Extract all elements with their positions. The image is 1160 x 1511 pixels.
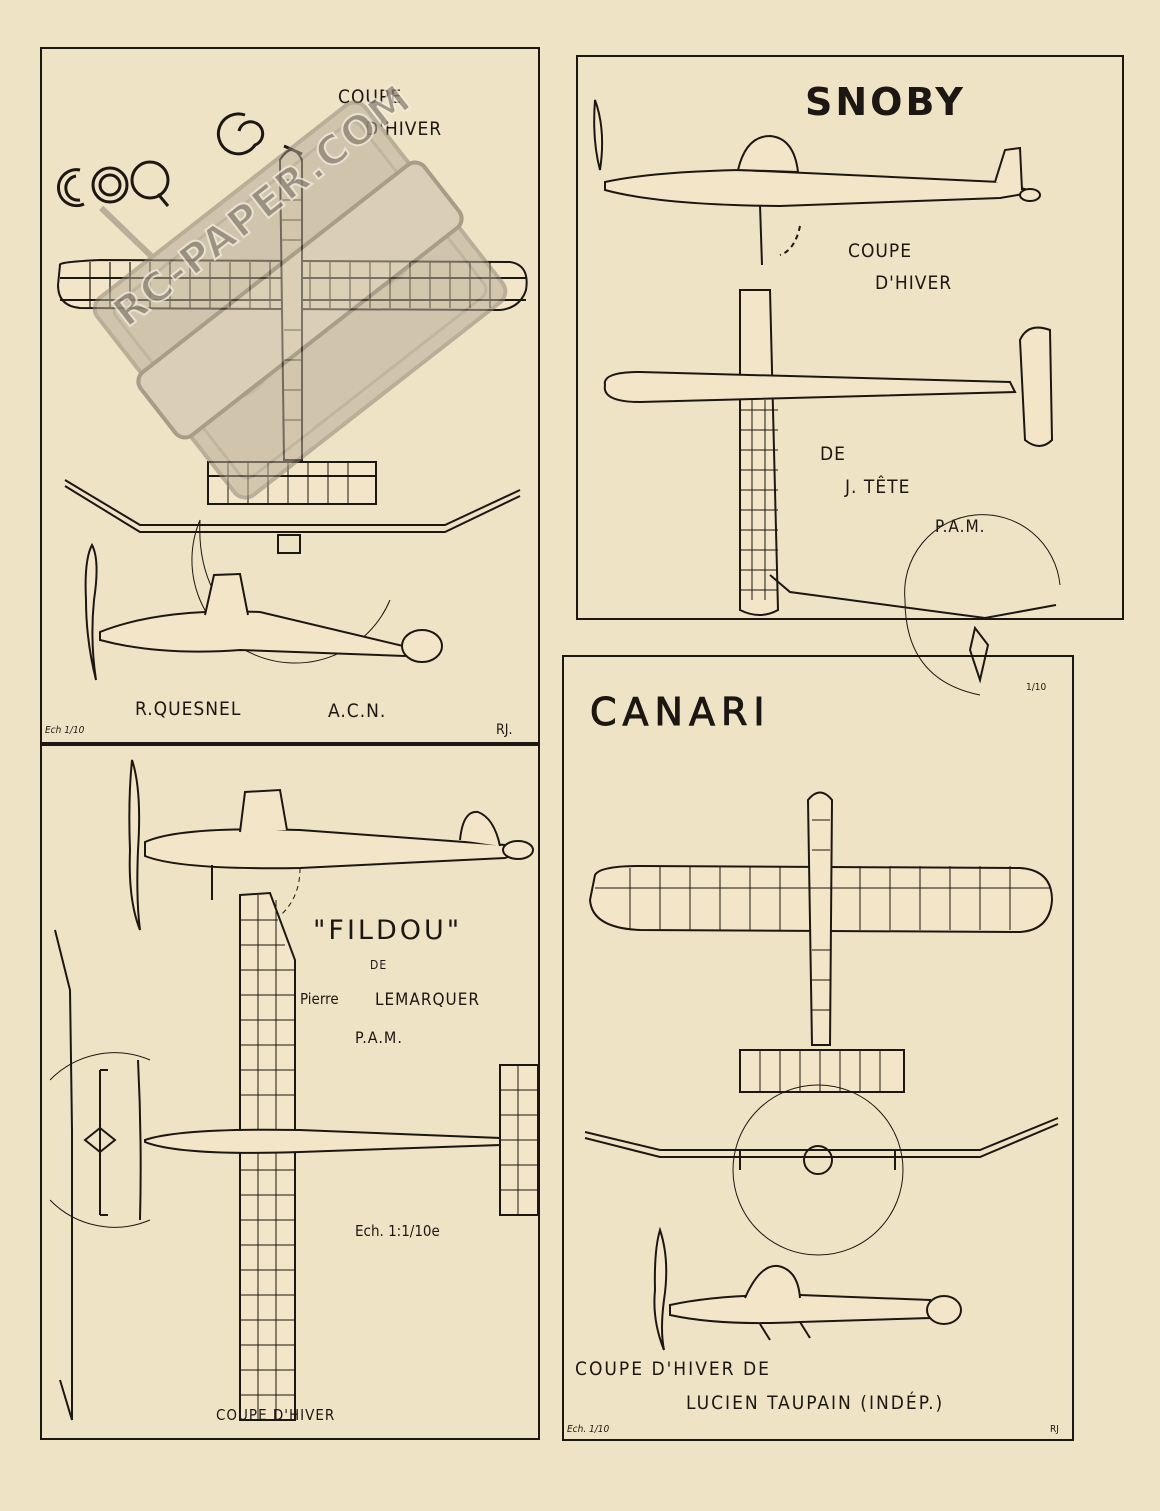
snoby-scale: 1/10 xyxy=(1026,682,1047,693)
coq6-author: R.QUESNEL xyxy=(135,698,242,720)
snoby-subtitle-2: D'HIVER xyxy=(875,272,953,294)
fildou-side-view xyxy=(128,759,534,936)
fildou-club: P.A.M. xyxy=(355,1028,403,1047)
fildou-title: "FILDOU" xyxy=(313,915,463,946)
canari-side-view xyxy=(653,1226,962,1351)
snoby-front-view xyxy=(769,514,1061,696)
coq6-side-view xyxy=(84,542,443,681)
fildou-author-last: LEMARQUER xyxy=(375,990,480,1010)
fildou-footer: COUPE D'HIVER xyxy=(216,1406,336,1424)
snoby-title: SNOBY xyxy=(805,80,966,124)
coq6-scale: Ech 1/10 xyxy=(45,725,85,736)
fildou-author-first: Pierre xyxy=(300,990,339,1008)
fildou-top-view xyxy=(144,891,539,1421)
snoby-subtitle-1: COUPE xyxy=(848,240,913,262)
snoby-side-view xyxy=(593,99,1041,266)
canari-initials: RJ xyxy=(1050,1424,1059,1435)
snoby-club: P.A.M. xyxy=(935,517,986,537)
canari-front-view xyxy=(584,1084,1059,1256)
canari-footer-2: LUCIEN TAUPAIN (INDÉP.) xyxy=(686,1392,945,1414)
fildou-scale: Ech. 1:1/10e xyxy=(355,1222,440,1240)
canari-scale: Ech. 1/10 xyxy=(567,1424,610,1435)
fildou-front-view xyxy=(49,929,151,1421)
panel-snoby xyxy=(576,55,1124,620)
coq6-club: A.C.N. xyxy=(328,700,387,722)
panel-canari xyxy=(562,655,1074,1441)
coq6-initials: RJ. xyxy=(496,722,513,738)
canari-footer-1: COUPE D'HIVER DE xyxy=(575,1358,771,1380)
snoby-author: J. TÊTE xyxy=(845,476,911,498)
canari-top-view xyxy=(588,791,1054,1093)
snoby-top-view xyxy=(603,289,1054,616)
panel-coq6 xyxy=(40,47,540,744)
canari-title: CANARI xyxy=(590,690,771,735)
fildou-de: DE xyxy=(370,958,388,972)
snoby-de: DE xyxy=(820,443,846,465)
